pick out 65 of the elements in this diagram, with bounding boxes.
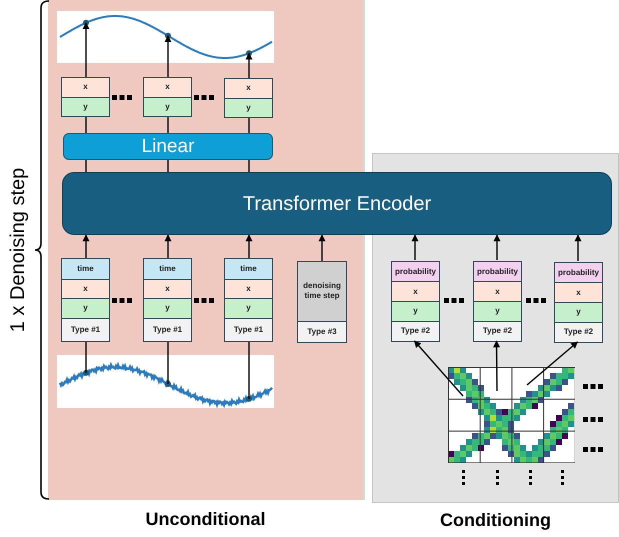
token-field: Type #1 bbox=[144, 318, 191, 341]
token-box bbox=[554, 262, 603, 343]
token-box bbox=[391, 261, 440, 342]
arrow bbox=[246, 234, 252, 258]
token-field: y bbox=[392, 301, 439, 321]
token-field: x bbox=[144, 278, 191, 298]
token-box bbox=[61, 258, 110, 342]
token-field: time bbox=[62, 259, 109, 278]
arrow bbox=[82, 234, 90, 258]
token-field: x bbox=[225, 79, 272, 98]
arrow bbox=[82, 22, 90, 77]
token-field: Type #1 bbox=[62, 318, 109, 341]
token-field: x bbox=[474, 281, 521, 301]
token-box bbox=[473, 261, 522, 342]
arrow bbox=[164, 234, 172, 258]
token-box bbox=[224, 258, 273, 342]
arrow bbox=[164, 35, 172, 77]
token-field: Type #1 bbox=[225, 318, 272, 341]
encoder-box bbox=[62, 172, 612, 235]
linear-layer-box bbox=[63, 133, 273, 160]
token-field: y bbox=[555, 302, 602, 322]
panel-title: Conditioning bbox=[439, 509, 552, 532]
token-field: y bbox=[144, 96, 191, 116]
token-box bbox=[297, 261, 347, 343]
token-field: probability bbox=[392, 262, 439, 282]
arrow bbox=[414, 340, 464, 396]
arrow bbox=[574, 234, 582, 261]
step-label: 1 x Denoising step bbox=[6, 168, 30, 332]
token-field: x bbox=[62, 78, 109, 97]
token-field: time bbox=[144, 259, 191, 278]
layer-label: Linear bbox=[142, 137, 194, 156]
token-field: y bbox=[62, 298, 109, 318]
token-field: x bbox=[555, 282, 602, 302]
token-field: time bbox=[225, 259, 272, 278]
signal-plot bbox=[57, 355, 274, 408]
token-field: Type #3 bbox=[298, 320, 346, 342]
token-field: x bbox=[62, 278, 109, 298]
token-field: x bbox=[225, 278, 272, 298]
token-field: y bbox=[225, 298, 272, 318]
arrow bbox=[318, 234, 326, 261]
arrow bbox=[412, 234, 418, 260]
token-box bbox=[143, 77, 192, 117]
token-box bbox=[224, 78, 273, 118]
arrow bbox=[494, 234, 500, 260]
token-field: Type #2 bbox=[392, 320, 439, 341]
arrow bbox=[526, 341, 578, 386]
arrow bbox=[246, 52, 252, 78]
token-field: probability bbox=[474, 262, 521, 282]
signal-plot bbox=[57, 11, 274, 63]
token-field: y bbox=[474, 301, 521, 321]
token-field: y bbox=[144, 298, 191, 318]
token-field: y bbox=[62, 96, 109, 116]
heatmap-grid bbox=[448, 367, 575, 463]
token-field: y bbox=[225, 98, 272, 117]
token-field: x bbox=[392, 281, 439, 301]
panel-title: Unconditional bbox=[144, 508, 266, 531]
token-field: Type #2 bbox=[474, 320, 521, 341]
layer-label: Transformer Encoder bbox=[242, 194, 432, 214]
token-field: probability bbox=[555, 263, 602, 282]
token-box bbox=[61, 77, 110, 117]
token-box bbox=[143, 258, 192, 342]
token-field: Type #2 bbox=[555, 322, 602, 342]
token-field: x bbox=[144, 78, 191, 97]
token-field: denoising time step bbox=[298, 262, 346, 321]
arrow bbox=[493, 340, 500, 391]
